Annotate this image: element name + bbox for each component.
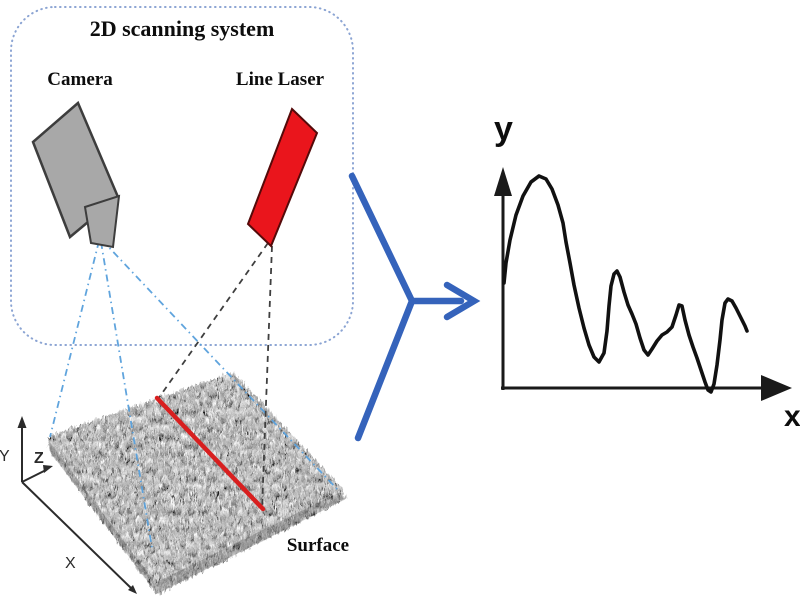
scanner-box-title: 2D scanning system — [89, 16, 275, 41]
laser-scan-line — [154, 395, 266, 512]
surface-depth-shade — [49, 441, 344, 594]
surface-axis-y-arrowhead — [17, 416, 27, 428]
profile-x-axis-label: x — [784, 400, 800, 433]
profile-y-axis-label: y — [494, 110, 513, 148]
surface-axis-y-label: Y — [0, 448, 10, 465]
merge-arrow-upper-branch — [348, 172, 416, 305]
merge-arrow-lower-branch — [354, 297, 416, 442]
surface-texture — [48, 372, 346, 595]
camera-ray-right — [101, 239, 338, 490]
surface-axis-x — [21, 481, 132, 589]
surface-label: Surface — [286, 535, 350, 556]
camera-lens — [83, 194, 121, 249]
surface-axis-z-arrowhead — [43, 465, 53, 473]
camera-ray-middle — [100, 241, 153, 549]
merge-arrow-head — [443, 281, 481, 321]
camera-ray-left — [49, 240, 100, 438]
profile-y-axis-arrowhead — [494, 167, 512, 196]
camera-label: Camera — [47, 69, 113, 90]
surface-axes — [17, 416, 137, 594]
laser-label: Line Laser — [235, 69, 325, 90]
surface-axis-x-arrowhead — [128, 585, 137, 594]
surface-axis-z — [21, 469, 47, 483]
camera-icon — [31, 100, 121, 249]
surface-noise-polygon — [48, 372, 346, 595]
profile-axes — [494, 167, 792, 401]
merge-arrow — [348, 172, 481, 442]
profile-curve — [502, 174, 749, 394]
surface-axis-x-label: X — [65, 555, 76, 572]
surface-axis-z-label: Z — [34, 450, 44, 467]
laser-projection-rays — [157, 242, 273, 510]
laser-ray-left — [157, 242, 269, 400]
camera-view-rays — [49, 239, 338, 549]
laser-icon — [246, 107, 319, 248]
profile-x-axis-arrowhead — [761, 375, 792, 401]
scanner-box-outline — [10, 6, 354, 346]
